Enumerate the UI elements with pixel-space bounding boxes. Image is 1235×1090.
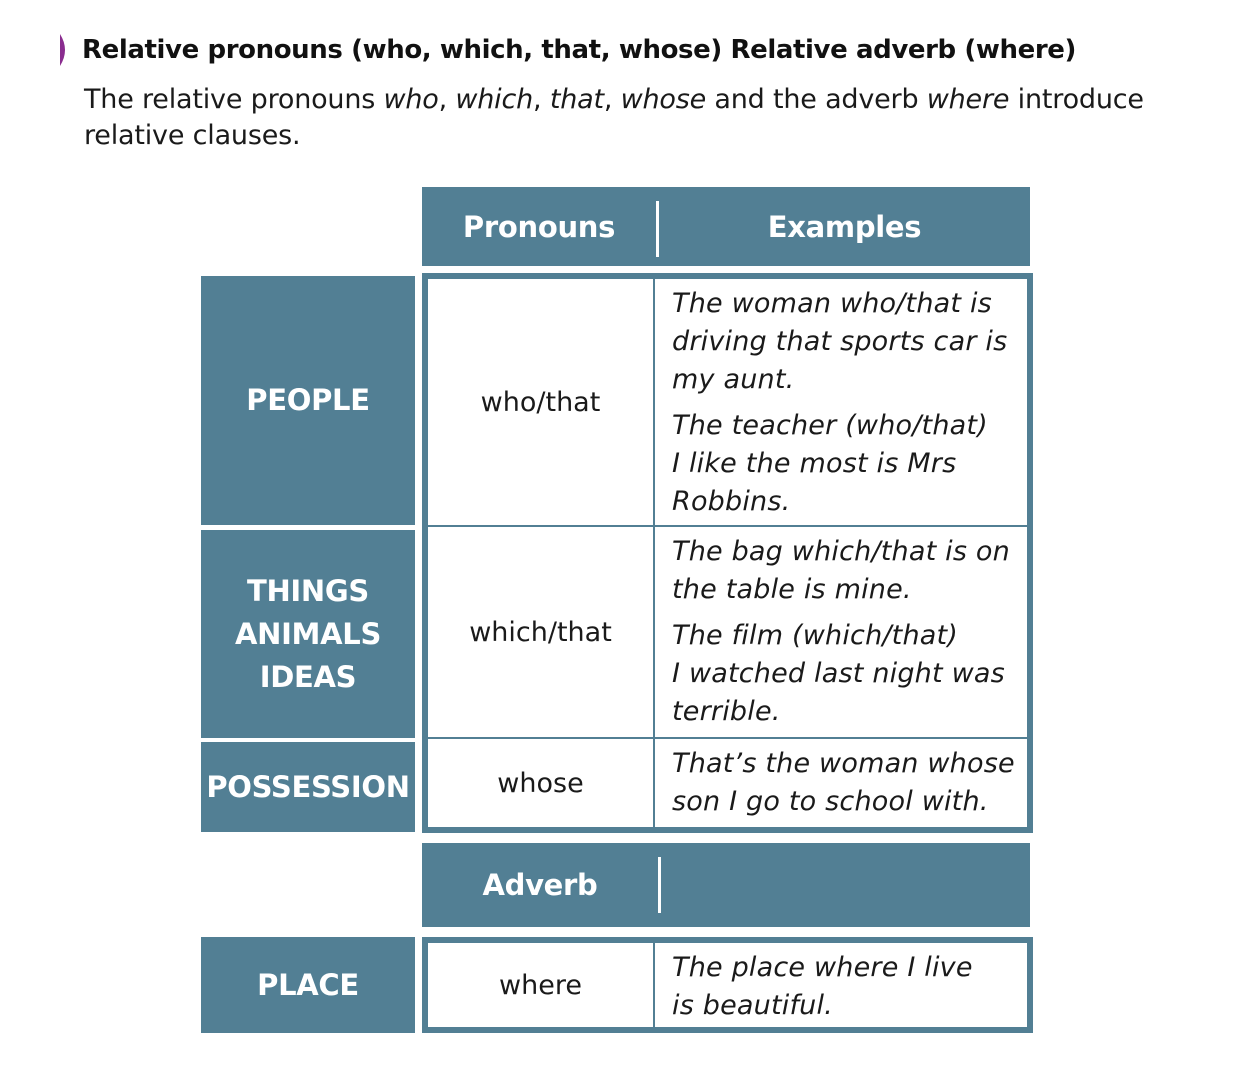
intro-text: and the adverb (706, 84, 927, 115)
category-label: PEOPLE (246, 383, 370, 417)
example-line: The bag which/that is on (672, 536, 1010, 567)
example-line: son I go to school with. (672, 786, 989, 817)
intro-term: which (455, 84, 534, 115)
header-blank (661, 843, 1030, 927)
example-1: That’s the woman whose son I go to schoo… (672, 745, 1021, 821)
title-text: Relative pronouns (who, which, that, who… (82, 35, 1076, 65)
category-label: PLACE (257, 967, 359, 1002)
header-pronouns: Pronouns (462, 209, 616, 244)
category-label: ANIMALS (234, 616, 382, 651)
section-title: Relative pronouns (who, which, that, who… (60, 33, 1076, 67)
intro-text: introduce relative clauses. (84, 84, 1144, 151)
example-line: The place where I live (672, 952, 973, 983)
example-line: my aunt. (672, 364, 795, 395)
pronoun-table-inner: who/that The woman who/that is driving t… (428, 279, 1027, 827)
example-line: I watched last night was (672, 658, 1005, 689)
adverb-table-body: where The place where I live is beautifu… (422, 937, 1033, 1033)
example-2: The film (which/that) I watched last nig… (672, 617, 1021, 731)
header-separator (656, 201, 659, 257)
example-line: The teacher (who/that) (672, 410, 988, 441)
adverb-table-inner: where The place where I live is beautifu… (428, 943, 1027, 1027)
category-place: PLACE (201, 937, 415, 1033)
intro-text: , (438, 84, 456, 115)
category-label: IDEAS (259, 659, 357, 694)
example-line: Robbins. (672, 486, 791, 517)
table-row-possession: whose That’s the woman whose son I go to… (428, 739, 1027, 827)
example-1: The place where I live is beautiful. (672, 949, 1021, 1025)
intro-paragraph: The relative pronouns who, which, that, … (84, 82, 1184, 154)
pronoun-cell: whose (428, 739, 655, 827)
header-separator (658, 857, 661, 913)
adverb-table-header: Adverb (422, 843, 1030, 927)
category-label: POSSESSION (206, 769, 410, 804)
example-line: The film (which/that) (672, 620, 959, 651)
pronoun-cell: which/that (428, 527, 655, 737)
table-row-people: who/that The woman who/that is driving t… (428, 279, 1027, 527)
intro-term: that (549, 84, 604, 115)
category-things-animals-ideas: THINGS ANIMALS IDEAS (201, 530, 415, 738)
header-examples: Examples (767, 209, 922, 244)
pronoun-table-body: who/that The woman who/that is driving t… (422, 273, 1033, 833)
category-possession: POSSESSION (201, 742, 415, 832)
example-line: is beautiful. (672, 990, 833, 1021)
intro-term: whose (620, 84, 707, 115)
example-line: The woman who/that is (672, 288, 992, 319)
intro-text: The relative pronouns (84, 84, 384, 115)
pronoun-table-header: Pronouns Examples (422, 187, 1030, 266)
pronoun-cell: who/that (428, 279, 655, 525)
table-row-place: where The place where I live is beautifu… (428, 943, 1027, 1027)
category-label: THINGS (246, 573, 369, 608)
example-line: driving that sports car is (672, 326, 1008, 357)
intro-text: , (533, 84, 550, 115)
category-people: PEOPLE (201, 276, 415, 525)
example-1: The woman who/that is driving that sport… (672, 285, 1021, 399)
intro-term: where (926, 84, 1010, 115)
example-line: terrible. (672, 696, 781, 727)
example-line: I like the most is Mrs (672, 448, 957, 479)
example-2: The teacher (who/that) I like the most i… (672, 407, 1021, 521)
example-1: The bag which/that is on the table is mi… (672, 533, 1021, 609)
example-line: That’s the woman whose (672, 748, 1015, 779)
pronoun-cell: where (428, 943, 655, 1027)
intro-text: , (603, 84, 621, 115)
header-adverb: Adverb (482, 868, 598, 902)
section-marker-icon (60, 34, 65, 66)
table-row-things: which/that The bag which/that is on the … (428, 527, 1027, 739)
example-line: the table is mine. (672, 574, 912, 605)
intro-term: who (383, 84, 439, 115)
